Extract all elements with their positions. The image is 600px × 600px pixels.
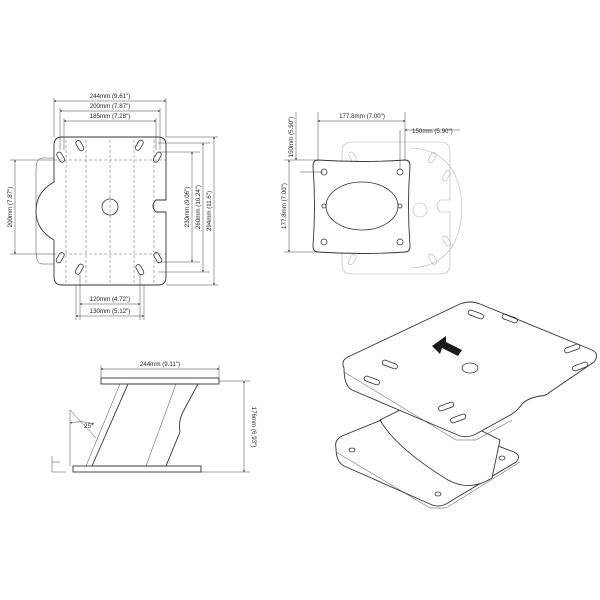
iso-top-plate <box>342 301 597 438</box>
dim-244mm: 244mm (9.61") <box>90 93 131 100</box>
dim-177mm-vertical: 177.8mm (7.00") <box>281 183 288 229</box>
side-column <box>91 383 199 467</box>
dim-260mm: 260mm (10.24") <box>195 185 202 229</box>
iso-top-slots <box>363 309 589 424</box>
side-view: 25° 244mm (9.11") 176mm (6.93") <box>51 361 257 473</box>
dim-185mm: 185mm (7.28") <box>90 113 131 120</box>
adapter-plate <box>312 159 411 254</box>
dim-130mm: 130mm (5.12") <box>90 308 131 315</box>
adapter-holes <box>320 168 404 246</box>
base-plate-outline <box>35 136 167 286</box>
dim-294mm: 294mm (11.6") <box>206 191 213 231</box>
construction-lines <box>54 140 166 285</box>
mounting-slots <box>55 139 163 276</box>
side-top-plate <box>100 377 220 385</box>
side-bottom-plate <box>72 465 202 473</box>
iso-center-hole <box>461 362 479 374</box>
dim-150mm-horizontal: 150mm (5.90") <box>412 128 453 135</box>
plate-side-extension <box>35 157 54 265</box>
dim-244mm-side: 244mm (9.11") <box>140 361 180 368</box>
ground-marker <box>51 456 66 473</box>
dim-177mm-horizontal: 177.8mm (7.00") <box>339 113 385 120</box>
dim-120mm: 120mm (4.72") <box>90 296 131 303</box>
direction-arrow-icon <box>432 336 462 356</box>
dim-200mm-vertical: 200mm (7.87") <box>7 187 14 228</box>
ghost-slots <box>347 151 451 266</box>
top-view-right: 177.8mm (7.00") 150mm (5.90") 150mm (5.9… <box>281 112 463 275</box>
isometric-view <box>335 301 597 509</box>
dim-150mm-vertical: 150mm (5.90") <box>288 117 295 158</box>
dim-176mm: 176mm (6.93") <box>250 407 257 448</box>
angle-label: 25° <box>84 423 94 430</box>
top-view-left: 244mm (9.61") 200mm (7.87") 185mm (7.28"… <box>7 93 218 320</box>
dim-200mm: 200mm (7.87") <box>90 103 131 110</box>
dim-230mm: 230mm (9.06") <box>184 187 191 228</box>
